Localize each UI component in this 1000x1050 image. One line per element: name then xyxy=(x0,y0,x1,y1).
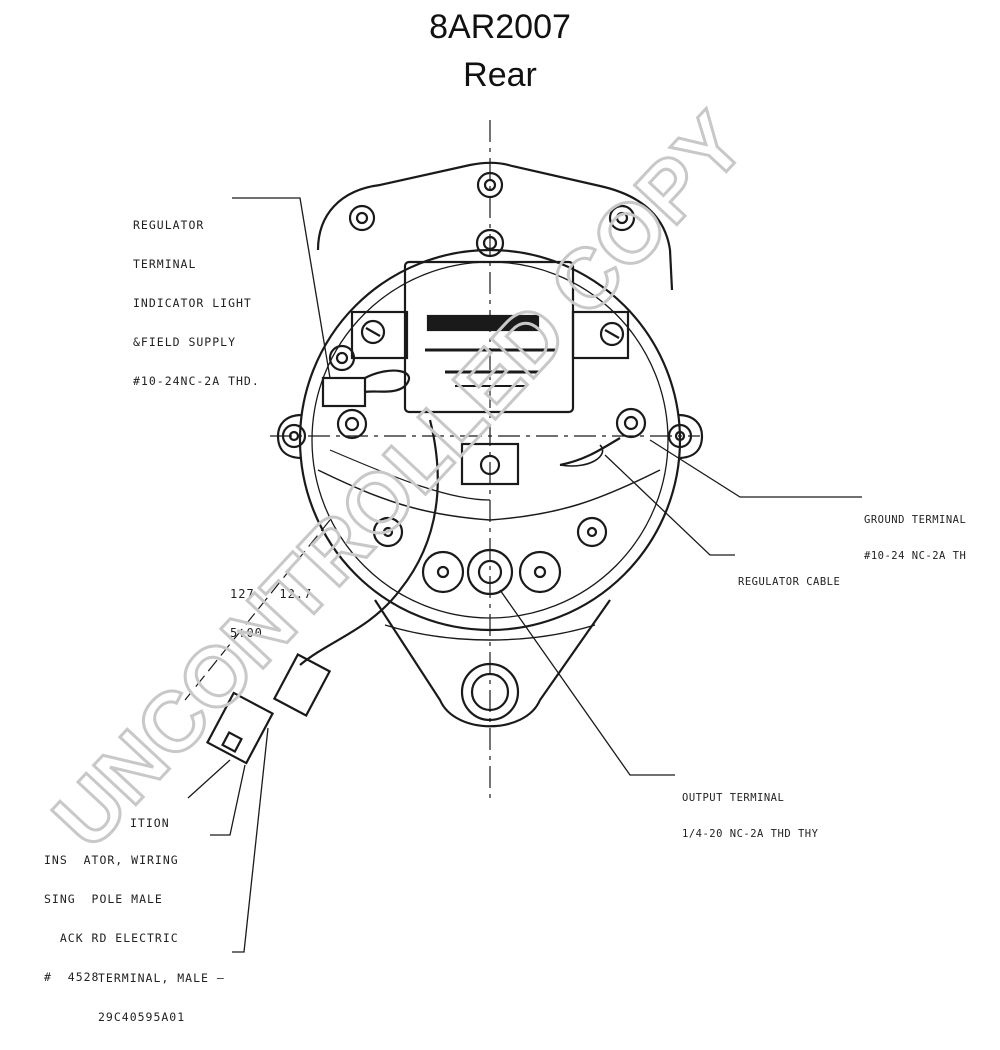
callout-line: TERMINAL xyxy=(133,257,197,271)
callout-ignition: ITION xyxy=(130,791,170,856)
callout-output-terminal: OUTPUT TERMINAL 1/4-20 NC-2A THD THY xyxy=(682,768,818,864)
callout-line: ITION xyxy=(130,816,170,830)
ground-terminal xyxy=(559,407,647,467)
callout-line: REGULATOR CABLE xyxy=(738,576,841,588)
callout-line: OUTPUT TERMINAL xyxy=(682,792,785,804)
center-lines xyxy=(270,120,700,800)
alternator-drawing xyxy=(184,120,862,953)
callout-line: GROUND TERMINAL xyxy=(864,514,967,526)
callout-terminal-male: TERMINAL, MALE — 29C40595A01 xyxy=(98,946,225,1050)
part-number-title: 8AR2007 xyxy=(429,8,571,46)
callout-line: 29C40595A01 xyxy=(98,1010,186,1024)
callout-line: 5.00 xyxy=(230,626,263,640)
callout-regulator-terminal: REGULATOR TERMINAL INDICATOR LIGHT &FIEL… xyxy=(133,193,260,414)
callout-line: INDICATOR LIGHT xyxy=(133,296,252,310)
leader-lines xyxy=(187,197,862,953)
dimension-line xyxy=(184,519,331,701)
inner-features xyxy=(317,442,661,641)
callout-dimension: 127 12.7 5.00 xyxy=(230,562,312,666)
callout-line: 127 12.7 xyxy=(230,587,313,601)
callout-line: # 4528 xyxy=(44,970,100,984)
mounting-holes xyxy=(281,171,693,722)
callout-insulator: INS ATOR, WIRING SING POLE MALE ACK RD E… xyxy=(44,828,179,1010)
callout-line: #10-24 NC-2A TH xyxy=(864,550,967,562)
callout-regulator-cable: REGULATOR CABLE xyxy=(738,550,840,615)
regulator-block xyxy=(350,260,630,414)
view-label: Rear xyxy=(463,56,537,94)
callout-line: TERMINAL, MALE — xyxy=(98,971,225,985)
callout-line: ACK RD ELECTRIC xyxy=(44,931,179,945)
callout-line: &FIELD SUPPLY xyxy=(133,335,237,349)
regulator-terminal xyxy=(321,344,410,440)
callout-line: REGULATOR xyxy=(133,218,205,232)
callout-ground-terminal: GROUND TERMINAL #10-24 NC-2A TH xyxy=(864,490,966,586)
diagram-canvas: 8AR2007 Rear xyxy=(34,8,966,1024)
callout-line: #10-24NC-2A THD. xyxy=(133,374,260,388)
callout-line: SING POLE MALE xyxy=(44,892,163,906)
callout-line: INS ATOR, WIRING xyxy=(44,853,179,867)
callout-line: 1/4-20 NC-2A THD THY xyxy=(682,828,819,840)
regulator-cable xyxy=(205,419,604,765)
